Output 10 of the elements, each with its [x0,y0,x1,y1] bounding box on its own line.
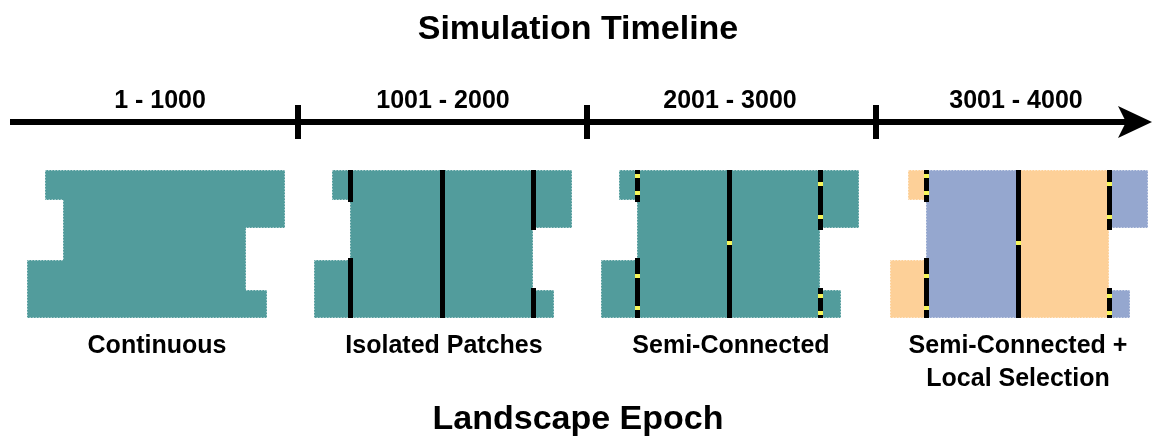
landscape-type-label: Semi-Connected + Local Selection [907,329,1129,393]
landscape-type-label: Continuous [86,329,228,360]
epoch-range-label: 3001 - 4000 [949,84,1083,115]
landscape-type-label: Isolated Patches [344,329,544,360]
epoch-range-label: 2001 - 3000 [663,84,797,115]
caption: Landscape Epoch [432,397,724,438]
landscape-type-label: Semi-Connected [631,329,831,360]
title: Simulation Timeline [417,7,739,48]
epoch-range-label: 1001 - 2000 [376,84,510,115]
epoch-range-label: 1 - 1000 [114,84,206,115]
